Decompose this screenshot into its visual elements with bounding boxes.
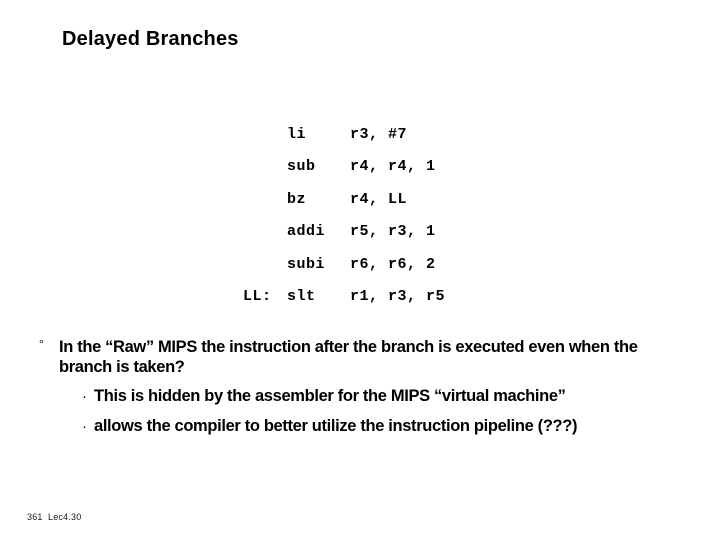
code-line: addi r5, r3, 1: [0, 184, 720, 240]
bullet-text: allows the compiler to better utilize th…: [94, 417, 578, 435]
code-line: LL: slt r1, r3, r5: [0, 249, 720, 305]
code-operands: r5, r3, 1: [350, 223, 436, 240]
code-mnemonic: li: [287, 125, 307, 143]
bullet-text: This is hidden by the assembler for the …: [94, 387, 566, 405]
code-operands: r3, #7: [350, 125, 408, 143]
code-mnemonic: sub: [287, 158, 316, 175]
code-line: sub r4, r4, 1: [0, 119, 720, 175]
code-mnemonic: bz: [287, 190, 307, 208]
code-line: bz r4, LL: [0, 151, 720, 208]
middot-bullet-icon: ·: [82, 388, 87, 405]
circle-bullet-icon: °: [39, 337, 44, 351]
code-listing: li r3, #7 sub r4, r4, 1 bz r4, LL addi r5, r…: [0, 86, 720, 306]
code-label: LL:: [243, 288, 272, 305]
code-mnemonic: subi: [287, 255, 326, 273]
code-line: li r3, #7: [0, 86, 720, 143]
bullet-text: In the “Raw” MIPS the instruction after …: [59, 338, 638, 376]
slide-footer: 361 Lec4.30: [27, 512, 82, 522]
bullet-item-level1: ° In the “Raw” MIPS the instruction afte…: [38, 337, 684, 377]
code-operands: r4, r4, 1: [350, 158, 436, 175]
bullet-list: ° In the “Raw” MIPS the instruction afte…: [38, 337, 688, 437]
code-operands: r1, r3, r5: [350, 288, 446, 305]
code-line: subi r6, r6, 2: [0, 216, 720, 273]
middot-bullet-icon: ·: [82, 418, 87, 435]
page-title: Delayed Branches: [62, 28, 239, 50]
code-mnemonic: addi: [287, 223, 326, 240]
code-operands: r4, LL: [350, 190, 408, 208]
code-mnemonic: slt: [287, 288, 316, 305]
bullet-item-level2: · allows the compiler to better utilize …: [82, 416, 688, 437]
code-operands: r6, r6, 2: [350, 255, 436, 273]
bullet-item-level2: · This is hidden by the assembler for th…: [82, 386, 688, 407]
